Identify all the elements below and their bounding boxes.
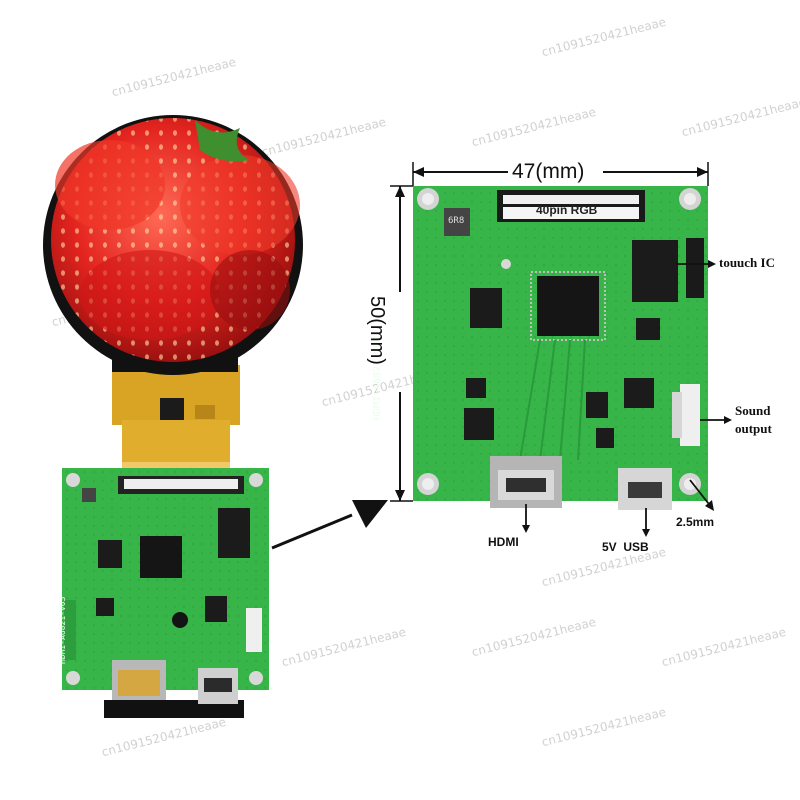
usb-label: 5V USB [602,540,649,554]
hdmi-label: HDMI [488,535,519,549]
connector-label: 40pin RGB [536,203,598,217]
height-label: 50(mm) [366,296,388,365]
touch-ic-label: touuch IC [719,255,775,270]
width-label: 47(mm) [512,160,585,183]
strawberry-leaf [195,120,250,162]
sound-output-label-1: Sound [735,403,771,418]
arrow-icon [522,260,732,537]
small-pcb [62,468,269,718]
fpc-cable [112,365,240,476]
mount-hole-label: 2.5mm [676,515,715,529]
large-pcb [413,186,708,510]
chip-marking: 6R8 [448,216,465,226]
arrow-icon [271,500,388,550]
height-dimension [390,185,413,502]
width-dimension [412,162,709,186]
small-silkscreen-label: HDMI-A6821-V03 [58,596,67,664]
sound-output-label-2: output [735,421,772,436]
round-lcd [43,115,303,375]
